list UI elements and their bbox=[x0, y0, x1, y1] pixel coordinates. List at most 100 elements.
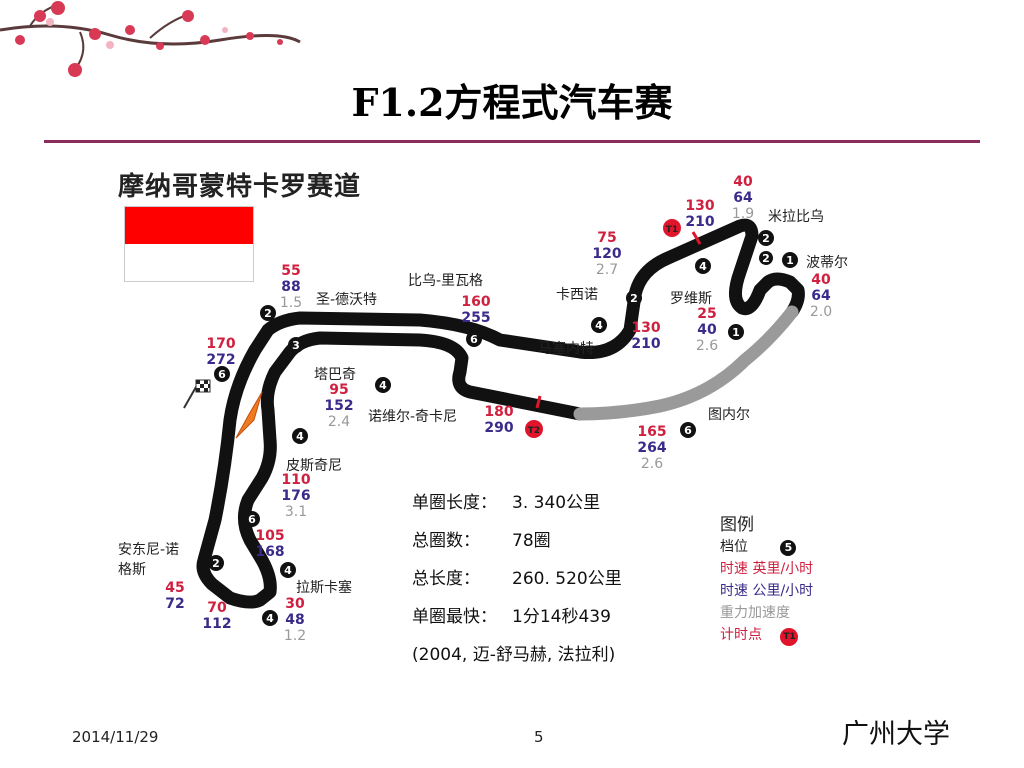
circuit-stats: 单圈长度： 3. 340公里 总圈数： 78圈 总长度： 260. 520公里 单圈最… bbox=[412, 488, 622, 678]
footer-page-number: 5 bbox=[534, 728, 544, 746]
label-nouvelle-chicane: 诺维尔-奇卡尼 bbox=[368, 409, 458, 425]
svg-text:6: 6 bbox=[470, 333, 478, 346]
svg-text:4: 4 bbox=[699, 260, 707, 273]
title-divider bbox=[44, 140, 980, 143]
svg-text:3: 3 bbox=[292, 339, 300, 352]
gear-badge-rascasse-2: 4 bbox=[262, 610, 278, 626]
fastest-lap-value: 1分14秒439 bbox=[512, 607, 611, 627]
chequered-flag-icon bbox=[183, 379, 211, 409]
lap-length-value: 3. 340公里 bbox=[512, 493, 601, 513]
timing-point-t2: T2 bbox=[525, 420, 543, 438]
label-anthony-noghes: 安东尼-诺格斯 bbox=[118, 542, 180, 578]
record-note: (2004, 迈-舒马赫, 法拉利) bbox=[412, 645, 616, 665]
svg-text:T1: T1 bbox=[666, 225, 678, 235]
gear-badge-portier: 1 bbox=[782, 252, 798, 268]
timing-point-t1: T1 bbox=[663, 219, 681, 237]
svg-text:2: 2 bbox=[762, 252, 770, 265]
svg-text:1: 1 bbox=[786, 254, 794, 267]
legend-kmh: 时速 公里/小时 bbox=[720, 583, 814, 599]
gear-badge-casino: 2 bbox=[626, 290, 642, 306]
svg-text:4: 4 bbox=[379, 379, 387, 392]
legend-g: 重力加速度 bbox=[720, 605, 790, 621]
circuit-name: 摩纳哥蒙特卡罗赛道 bbox=[118, 172, 362, 202]
timing-sample-icon: T1 bbox=[780, 628, 799, 646]
footer-date: 2014/11/29 bbox=[72, 728, 159, 746]
gear-badge-mirabeau-approach: 4 bbox=[695, 258, 711, 274]
svg-text:4: 4 bbox=[595, 319, 603, 332]
svg-text:4: 4 bbox=[266, 612, 274, 625]
svg-text:4: 4 bbox=[284, 564, 292, 577]
plum-blossom-decoration bbox=[0, 1, 301, 77]
label-piscine: 皮斯奇尼 bbox=[286, 458, 342, 474]
total-length-value: 260. 520公里 bbox=[512, 569, 622, 589]
legend-timing: 计时点 T1 bbox=[720, 624, 813, 646]
svg-text:T2: T2 bbox=[528, 426, 540, 436]
gear-badge-piscine: 4 bbox=[292, 428, 308, 444]
label-loews: 罗维斯 bbox=[670, 291, 712, 307]
gear-badge-sainte-devote: 2 bbox=[260, 305, 276, 321]
legend-title: 图例 bbox=[720, 515, 754, 535]
gear-badge-tunnel: 6 bbox=[680, 422, 696, 438]
laps-label: 总圈数： bbox=[412, 531, 480, 551]
label-tabac: 塔巴奇 bbox=[314, 367, 356, 383]
gear-badge-loews: 1 bbox=[728, 324, 744, 340]
label-casino: 卡西诺 bbox=[556, 287, 598, 303]
legend-mph: 时速 英里/小时 bbox=[720, 561, 814, 577]
label-tunnel: 图内尔 bbox=[708, 407, 750, 423]
monaco-flag bbox=[124, 206, 254, 282]
label-massenet: 马塞内特 bbox=[538, 341, 594, 357]
footer-school: 广州大学 bbox=[842, 719, 950, 750]
direction-arrow bbox=[235, 391, 263, 439]
lap-length-label: 单圈长度： bbox=[412, 493, 497, 513]
svg-text:2: 2 bbox=[762, 232, 770, 245]
laps-value: 78圈 bbox=[512, 531, 551, 551]
label-sainte-devote: 圣-德沃特 bbox=[316, 292, 378, 308]
svg-text:2: 2 bbox=[630, 292, 638, 305]
label-portier: 波蒂尔 bbox=[806, 255, 848, 271]
track-path bbox=[196, 218, 805, 609]
label-mirabeau: 米拉比乌 bbox=[768, 209, 824, 225]
gear-badge-tabac: 4 bbox=[375, 377, 391, 393]
svg-text:6: 6 bbox=[218, 368, 226, 381]
label-beau-rivage: 比乌-里瓦格 bbox=[408, 273, 484, 289]
fastest-lap-label: 单圈最快： bbox=[412, 607, 497, 627]
legend-gear: 档位 5 bbox=[720, 536, 813, 558]
svg-text:6: 6 bbox=[684, 424, 692, 437]
gear-badge-rascasse: 4 bbox=[280, 562, 296, 578]
total-length-label: 总长度： bbox=[412, 569, 480, 589]
gear-badge-piscine-exit: 6 bbox=[244, 511, 260, 527]
gear-badge-anthony-noghes: 2 bbox=[208, 555, 224, 571]
gear-badge-mirabeau-2: 2 bbox=[759, 251, 773, 265]
gear-badge-pit-exit: 3 bbox=[288, 337, 304, 353]
svg-text:2: 2 bbox=[264, 307, 272, 320]
tunnel-path bbox=[573, 305, 799, 421]
gear-badge-mirabeau: 2 bbox=[758, 230, 774, 246]
gear-badge-beau-rivage: 6 bbox=[466, 331, 482, 347]
svg-text:4: 4 bbox=[296, 430, 304, 443]
svg-text:2: 2 bbox=[212, 557, 220, 570]
gear-badge-massenet: 4 bbox=[591, 317, 607, 333]
gear-sample-icon: 5 bbox=[780, 540, 797, 556]
svg-text:6: 6 bbox=[248, 513, 256, 526]
gear-badge-start: 6 bbox=[214, 366, 230, 382]
map-legend: 图例 档位 5 时速 英里/小时 时速 公里/小时 重力加速度 计时点 T1 bbox=[720, 514, 813, 646]
label-rascasse: 拉斯卡塞 bbox=[296, 580, 352, 596]
